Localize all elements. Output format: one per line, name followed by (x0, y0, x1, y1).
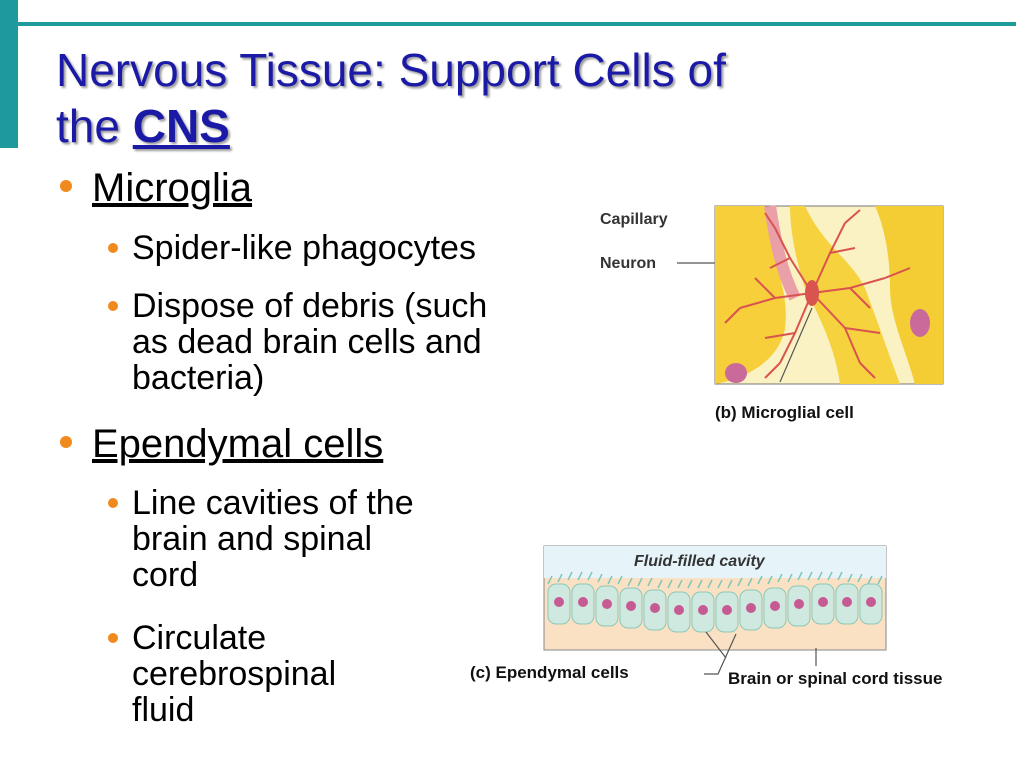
subbullet-dot (108, 498, 118, 508)
subbullet-line: Circulate (132, 619, 267, 657)
accent-bar (0, 0, 18, 148)
microglial-cell-figure: Capillary Neuron (b) Microglial cell (600, 205, 944, 422)
subbullet-line: Spider-like phagocytes (132, 229, 476, 267)
label-brain-tissue: Brain or spinal cord tissue (728, 669, 942, 688)
subbullet-line: as dead brain cells and (132, 323, 482, 361)
subbullet-dot (108, 633, 118, 643)
subbullet-line: cerebrospinal (132, 655, 337, 693)
bullet-label: Ependymal cells (92, 422, 384, 466)
subbullet-line: brain and spinal (132, 520, 373, 558)
caption-ependymal: (c) Ependymal cells (470, 663, 629, 682)
bullet-dot (60, 180, 72, 192)
bullet-label: Microglia (92, 166, 253, 210)
slide-title: Nervous Tissue: Support Cells of the CNS (56, 42, 956, 154)
label-capillary: Capillary (600, 211, 668, 228)
subbullet-circulate: Circulate cerebrospinal fluid (108, 619, 337, 729)
accent-line (18, 22, 1016, 26)
bullet-microglia: Microglia (60, 166, 253, 210)
ependymal-cells-figure: Fluid-filled cavity (c) Ependymal cells … (470, 545, 942, 688)
title-line-1: Nervous Tissue: Support Cells of (56, 44, 726, 96)
caption-microglial: (b) Microglial cell (715, 403, 854, 422)
subbullet-dot (108, 301, 118, 311)
subbullet-line: Dispose of debris (such (132, 287, 488, 325)
subbullet-dot (108, 243, 118, 253)
title-emphasis: CNS (132, 100, 230, 152)
subbullet-dispose-debris: Dispose of debris (such as dead brain ce… (108, 287, 488, 397)
subbullet-line-cavities: Line cavities of the brain and spinal co… (108, 484, 414, 594)
subbullet-line: cord (132, 556, 199, 594)
subbullet-spider-like: Spider-like phagocytes (108, 229, 476, 267)
label-neuron: Neuron (600, 255, 656, 272)
subbullet-line: fluid (132, 691, 195, 729)
bullet-ependymal: Ependymal cells (60, 422, 384, 466)
label-fluid-cavity: Fluid-filled cavity (634, 553, 766, 570)
subbullet-line: bacteria) (132, 359, 265, 397)
title-line-2-prefix: the (56, 100, 133, 152)
bullet-dot (60, 436, 72, 448)
subbullet-line: Line cavities of the (132, 484, 414, 522)
